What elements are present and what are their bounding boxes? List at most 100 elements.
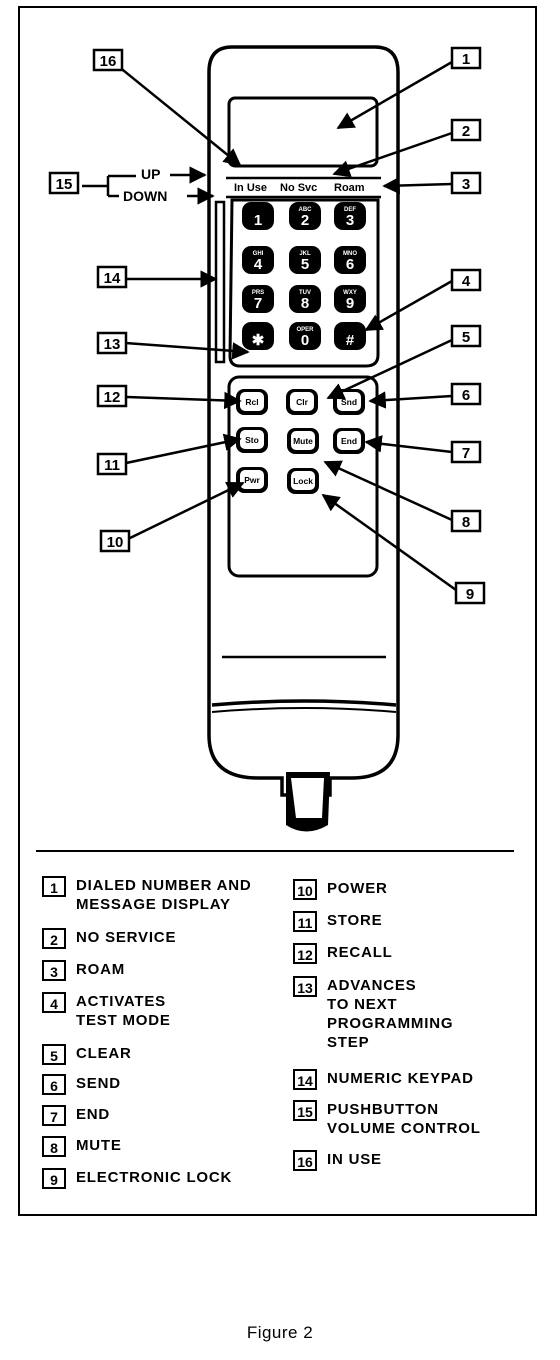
legend-number: 4 (42, 992, 66, 1013)
rcl-label: Rcl (245, 397, 258, 407)
key-letters: JKL (299, 251, 311, 257)
rcl-button[interactable]: Rcl (236, 389, 268, 415)
key-10[interactable]: ✱ (242, 322, 274, 350)
callout-10: 10 (99, 529, 131, 553)
callout-12: 12 (96, 384, 128, 408)
callout-3: 3 (450, 171, 482, 195)
roam-indicator: Roam (334, 182, 365, 194)
legend-number: 15 (293, 1100, 317, 1121)
callout-7: 7 (450, 440, 482, 464)
leader-line (125, 433, 242, 465)
volume-rocker[interactable] (214, 200, 226, 364)
key-12[interactable]: # (334, 322, 366, 350)
legend-number: 2 (42, 928, 66, 949)
mute-button[interactable]: Mute (287, 428, 319, 454)
key-digit: 6 (346, 256, 354, 273)
callout-number: 12 (104, 389, 121, 406)
leader-line (368, 391, 453, 409)
leader-line (364, 279, 453, 332)
legend-text: SEND (76, 1075, 121, 1092)
key-letters: GHI (253, 251, 264, 257)
legend-number: 11 (293, 911, 317, 932)
callout-number: 15 (56, 176, 73, 193)
legend-text: POWER (327, 880, 388, 897)
lock-label: Lock (293, 476, 313, 486)
pwr-label: Pwr (244, 475, 260, 485)
legend-divider (36, 850, 514, 852)
lock-button[interactable]: Lock (287, 468, 319, 494)
legend-text: IN USE (327, 1151, 382, 1168)
clr-button[interactable]: Clr (286, 389, 318, 415)
message-display (227, 96, 379, 168)
legend-text: NO SERVICE (76, 929, 177, 946)
callout-15: 15 (48, 171, 80, 195)
callout-13: 13 (96, 331, 128, 355)
end-button[interactable]: End (333, 428, 365, 454)
callout-number: 14 (104, 270, 121, 287)
legend-number: 13 (293, 976, 317, 997)
callout-8: 8 (450, 509, 482, 533)
sto-button[interactable]: Sto (236, 427, 268, 453)
legend-number: 8 (42, 1136, 66, 1157)
function-key-panel (227, 375, 379, 578)
leader-line (332, 131, 453, 178)
callout-number: 16 (100, 53, 117, 70)
leader-line (323, 460, 453, 522)
legend-number: 16 (293, 1150, 317, 1171)
legend-text: STORE (327, 912, 383, 929)
callout-number: 6 (462, 387, 470, 404)
key-1[interactable]: 1 (242, 202, 274, 230)
legend-item-10: 10 POWER (293, 879, 388, 900)
key-digit: 1 (254, 212, 262, 229)
legend-number: 1 (42, 876, 66, 897)
key-digit: 5 (301, 256, 309, 273)
key-digit: ✱ (252, 332, 265, 349)
callout-4: 4 (450, 268, 482, 292)
in-use-indicator: In Use (234, 182, 267, 194)
legend-number: 12 (293, 943, 317, 964)
callout-9: 9 (454, 581, 486, 605)
figure-caption: Figure 2 (246, 1323, 314, 1342)
leader-line (125, 391, 242, 410)
callout-number: 13 (104, 336, 121, 353)
sto-label: Sto (245, 435, 259, 445)
callout-14: 14 (96, 265, 128, 289)
callout-16: 16 (92, 48, 124, 72)
legend-item-11: 11 STORE (293, 911, 382, 932)
key-letters: PRS (252, 290, 264, 296)
pwr-button[interactable]: Pwr (236, 467, 268, 493)
key-letters: MNO (343, 251, 357, 257)
handset-body (207, 45, 400, 797)
legend-number: 14 (293, 1069, 317, 1090)
leader-line (326, 338, 453, 400)
end-label: End (341, 436, 357, 446)
legend-number: 9 (42, 1168, 66, 1189)
mute-label: Mute (293, 436, 313, 446)
callout-number: 11 (104, 457, 120, 474)
key-digit: 7 (254, 295, 262, 312)
legend-item-2: 2 NO SERVICE (42, 928, 176, 949)
key-digit: 9 (346, 295, 354, 312)
leader-line (382, 176, 453, 195)
legend-number: 10 (293, 879, 317, 900)
legend-text: END (76, 1106, 111, 1123)
figure-frame (18, 6, 537, 1216)
